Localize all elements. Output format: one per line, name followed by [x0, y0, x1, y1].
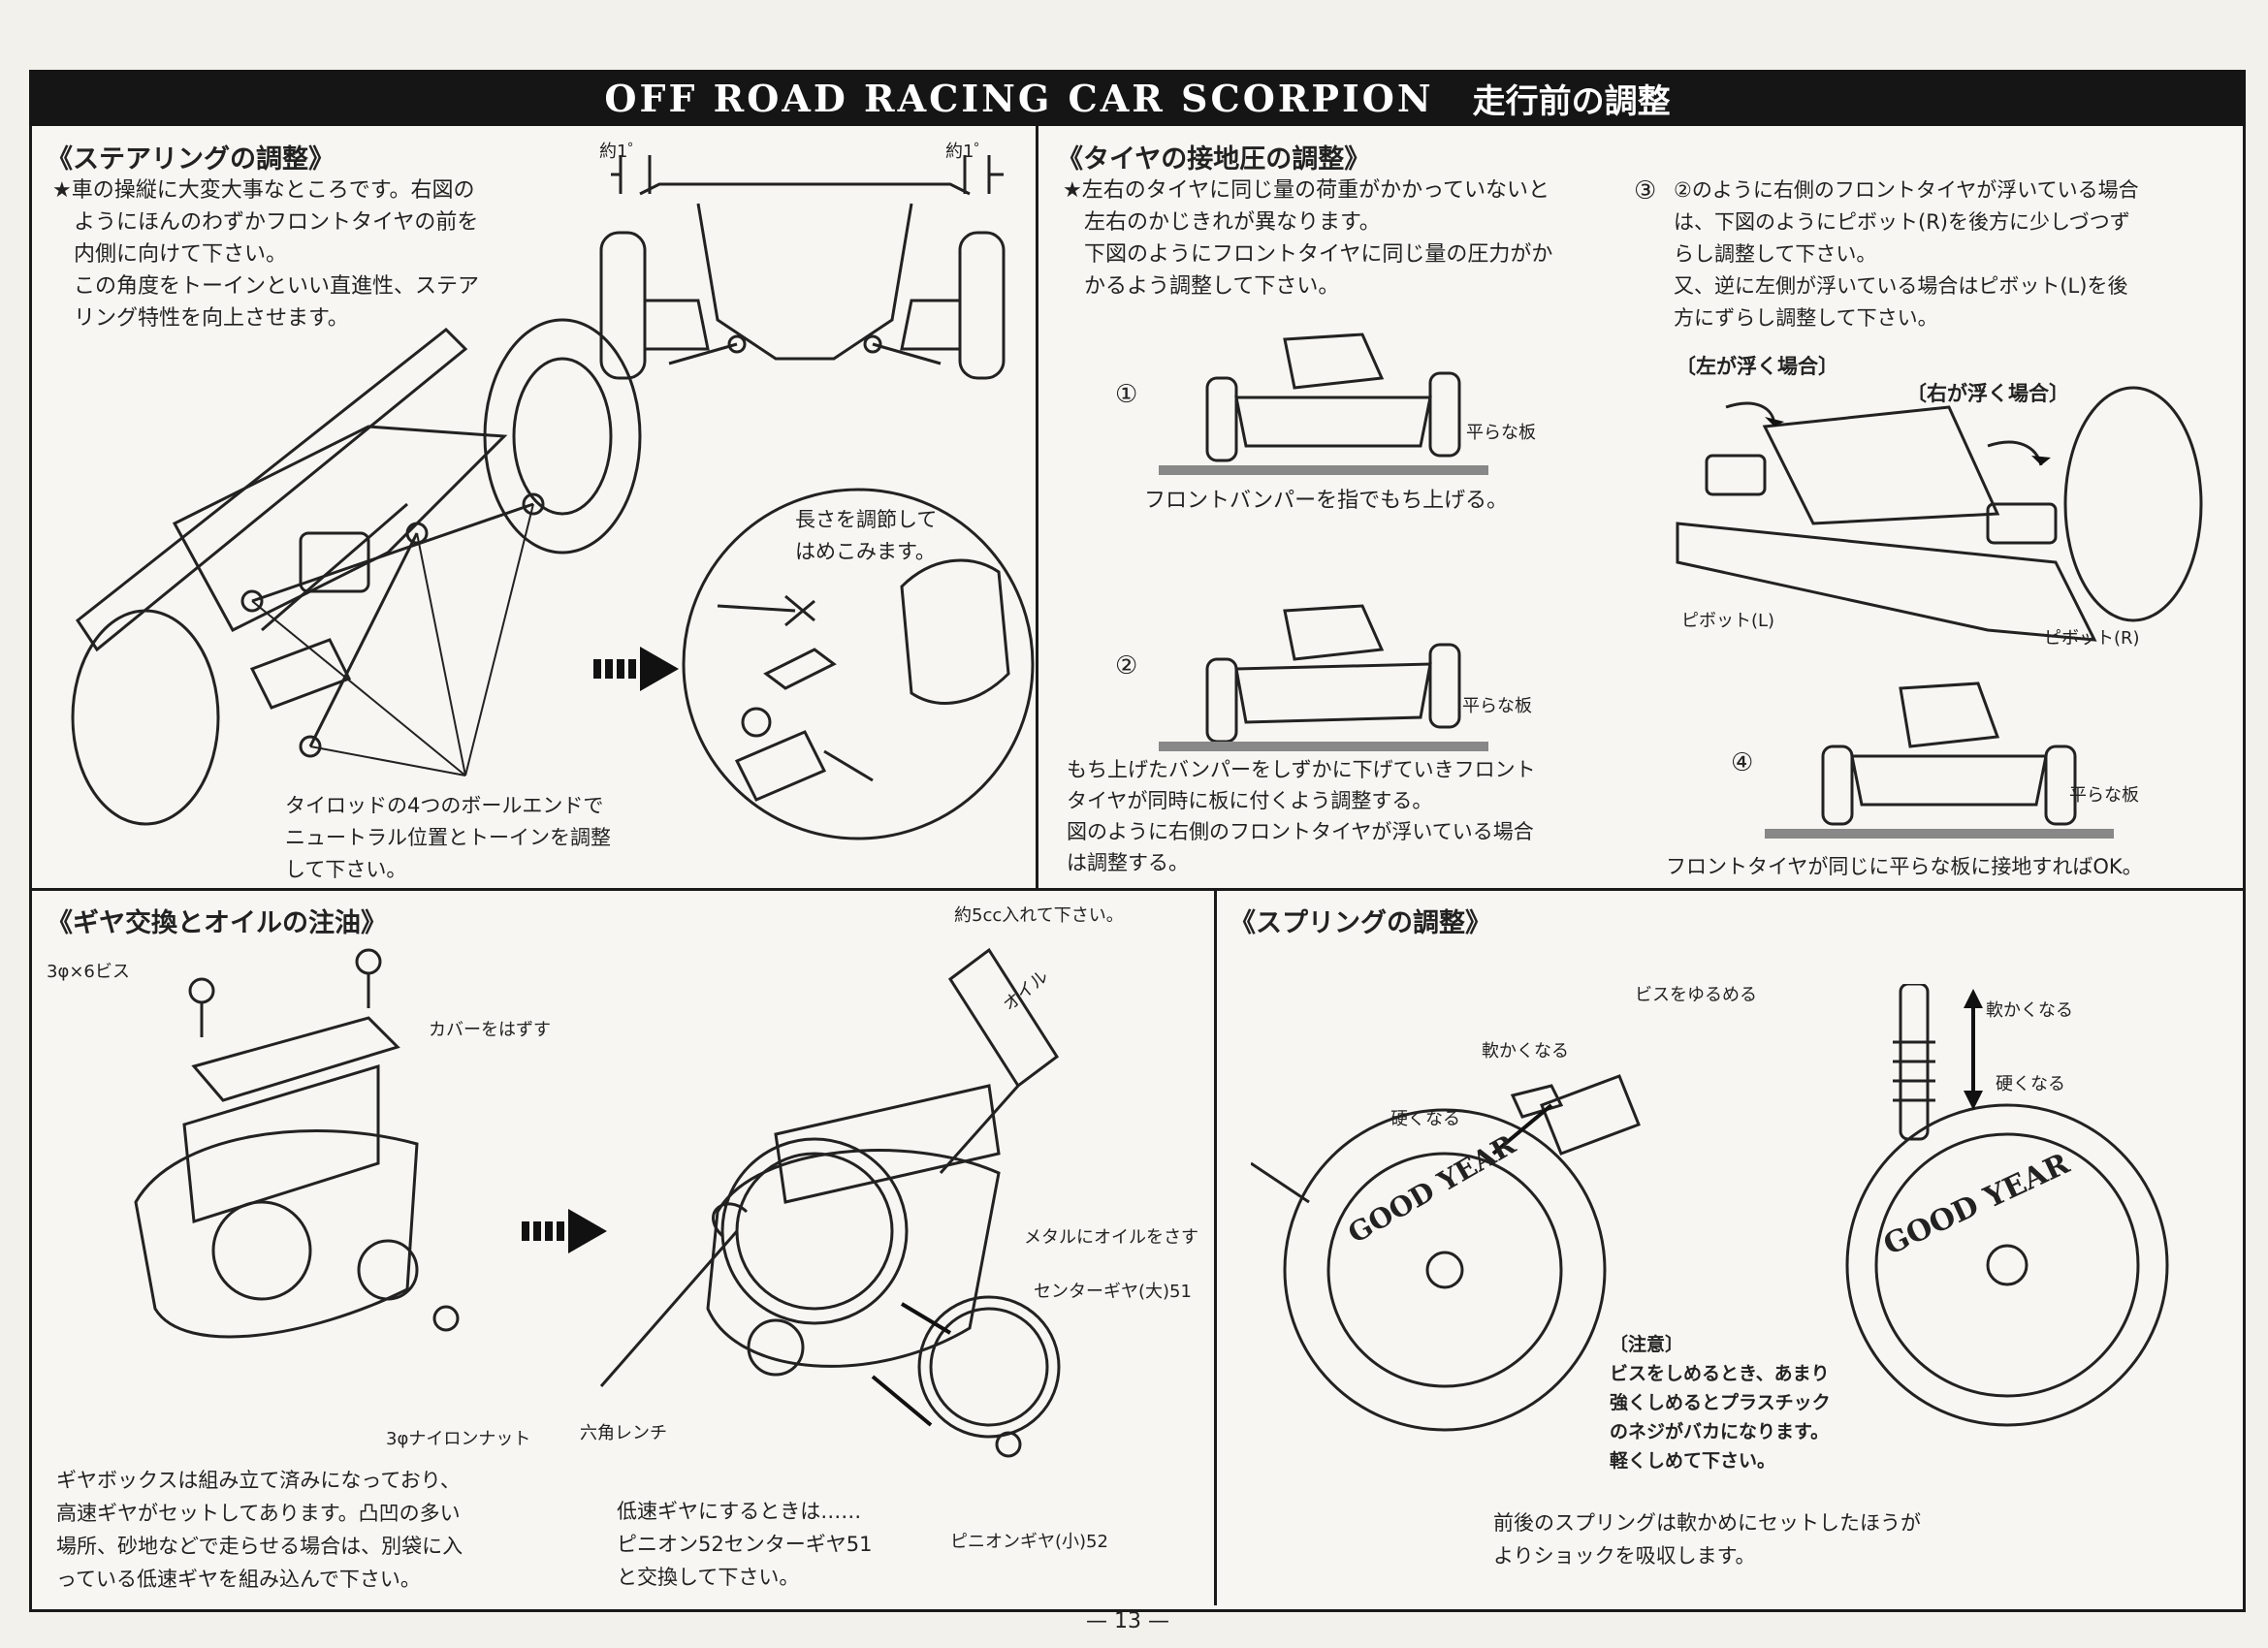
- step-3-marker: ③: [1634, 176, 1657, 206]
- tire-step3-body: ②のように右側のフロントタイヤが浮いている場合 は、下図のようにピボット(R)を…: [1674, 178, 2139, 330]
- screw-label: 3φ×6ビス: [47, 962, 130, 982]
- arrow-right-icon-2: [522, 1209, 607, 1253]
- tierod-closeup-illustration: [682, 488, 1035, 840]
- step-1-marker: ①: [1115, 380, 1138, 409]
- gearbox-cover-illustration: [134, 948, 460, 1339]
- tire-step2-illustration: [1159, 604, 1488, 751]
- hex-wrench-label: 六角レンチ: [580, 1423, 667, 1443]
- tierod-note: タイロッドの4つのボールエンドで ニュートラル位置とトーインを調整 して下さい。: [285, 794, 611, 881]
- divider-horizontal: [29, 888, 2246, 891]
- board-label-4: 平らな板: [2069, 785, 2139, 806]
- pivot-r-label: ピボット(R): [2044, 628, 2140, 649]
- loosen-screw-label: ビスをゆるめる: [1635, 985, 1757, 1005]
- rear-spring-illustration: [1251, 1074, 1641, 1432]
- softer-left-label: 軟かくなる: [1482, 1041, 1569, 1062]
- divider-top-vertical: [1036, 126, 1038, 890]
- chassis-illustration: [71, 318, 642, 826]
- oil-amount-label: 約5cc入れて下さい。: [954, 905, 1124, 926]
- harder-right-label: 硬くなる: [1996, 1074, 2065, 1094]
- front-spring-illustration: [1845, 984, 2169, 1427]
- metal-oil-label: メタルにオイルをさす: [1024, 1227, 1198, 1248]
- low-speed-note: 低速ギヤにするときは…… ピニオン52センターギヤ51 と交換して下さい。: [617, 1500, 873, 1589]
- title-jp: 走行前の調整: [1472, 81, 1671, 121]
- gearbox-oil-illustration: [599, 947, 1061, 1458]
- gear-body: ギヤボックスは組み立て済みになっており、 高速ギヤがセットしてあります。凸凹の多…: [56, 1469, 463, 1591]
- softer-right-label: 軟かくなる: [1986, 1000, 2073, 1021]
- spring-title: 《スプリングの調整》: [1230, 908, 1491, 938]
- board-label-1: 平らな板: [1466, 423, 1536, 443]
- tire-step4-illustration: [1765, 681, 2114, 839]
- center-gear-label: センターギヤ(大)51: [1034, 1282, 1192, 1302]
- nut-label: 3φナイロンナット: [386, 1429, 531, 1449]
- spring-body: 前後のスプリングは軟かめにセットしたほうが よりショックを吸収します。: [1493, 1511, 1921, 1568]
- angle-left-label: 約1゜: [599, 142, 646, 162]
- step-4-marker: ④: [1731, 748, 1754, 777]
- tire-caption-4: フロントタイヤが同じに平らな板に接地すればOK。: [1666, 855, 2143, 878]
- cover-label: カバーをはずす: [429, 1020, 551, 1040]
- title-en: OFF ROAD RACING CAR SCORPION: [604, 76, 1434, 120]
- front-axle-illustration: [599, 155, 1006, 380]
- adjust-length-note: 長さを調節して はめこみます。: [795, 508, 938, 563]
- tire-caption-1: フロントバンパーを指でもち上げる。: [1144, 489, 1509, 513]
- angle-right-label: 約1゜: [945, 142, 992, 162]
- tire-caption-2: もち上げたバンパーをしずかに下げていきフロント タイヤが同時に板に付くよう調整す…: [1067, 758, 1536, 874]
- step-2-marker: ②: [1115, 651, 1138, 681]
- right-float-label: 〔右が浮く場合〕: [1906, 382, 2069, 405]
- pivot-illustration: [1676, 386, 2203, 642]
- tire-body: ★左右のタイヤに同じ量の荷重がかかっていないと 左右のかじきれが異なります。 下…: [1063, 178, 1553, 299]
- board-label-2: 平らな板: [1462, 696, 1532, 716]
- pinion-label: ピニオンギヤ(小)52: [950, 1532, 1108, 1552]
- tire-title: 《タイヤの接地圧の調整》: [1057, 144, 1371, 174]
- tire-step1-illustration: [1159, 333, 1488, 475]
- divider-bottom-vertical: [1214, 890, 1217, 1605]
- spring-caution: 〔注意〕 ビスをしめるとき、あまり 強くしめるとプラスチック のネジがバカになり…: [1610, 1334, 1831, 1472]
- arrow-right-icon: [593, 647, 679, 691]
- steering-title: 《ステアリングの調整》: [47, 144, 335, 174]
- page-header-banner: OFF ROAD RACING CAR SCORPION 走行前の調整: [29, 70, 2246, 126]
- left-float-label: 〔左が浮く場合〕: [1676, 355, 1838, 378]
- gear-title: 《ギヤ交換とオイルの注油》: [47, 908, 387, 938]
- steering-body: ★車の操縦に大変大事なところです。右図の ようにほんのわずかフロントタイヤの前を…: [52, 178, 480, 331]
- pivot-l-label: ピボット(L): [1681, 611, 1775, 631]
- page-number: — 13 —: [1086, 1609, 1169, 1633]
